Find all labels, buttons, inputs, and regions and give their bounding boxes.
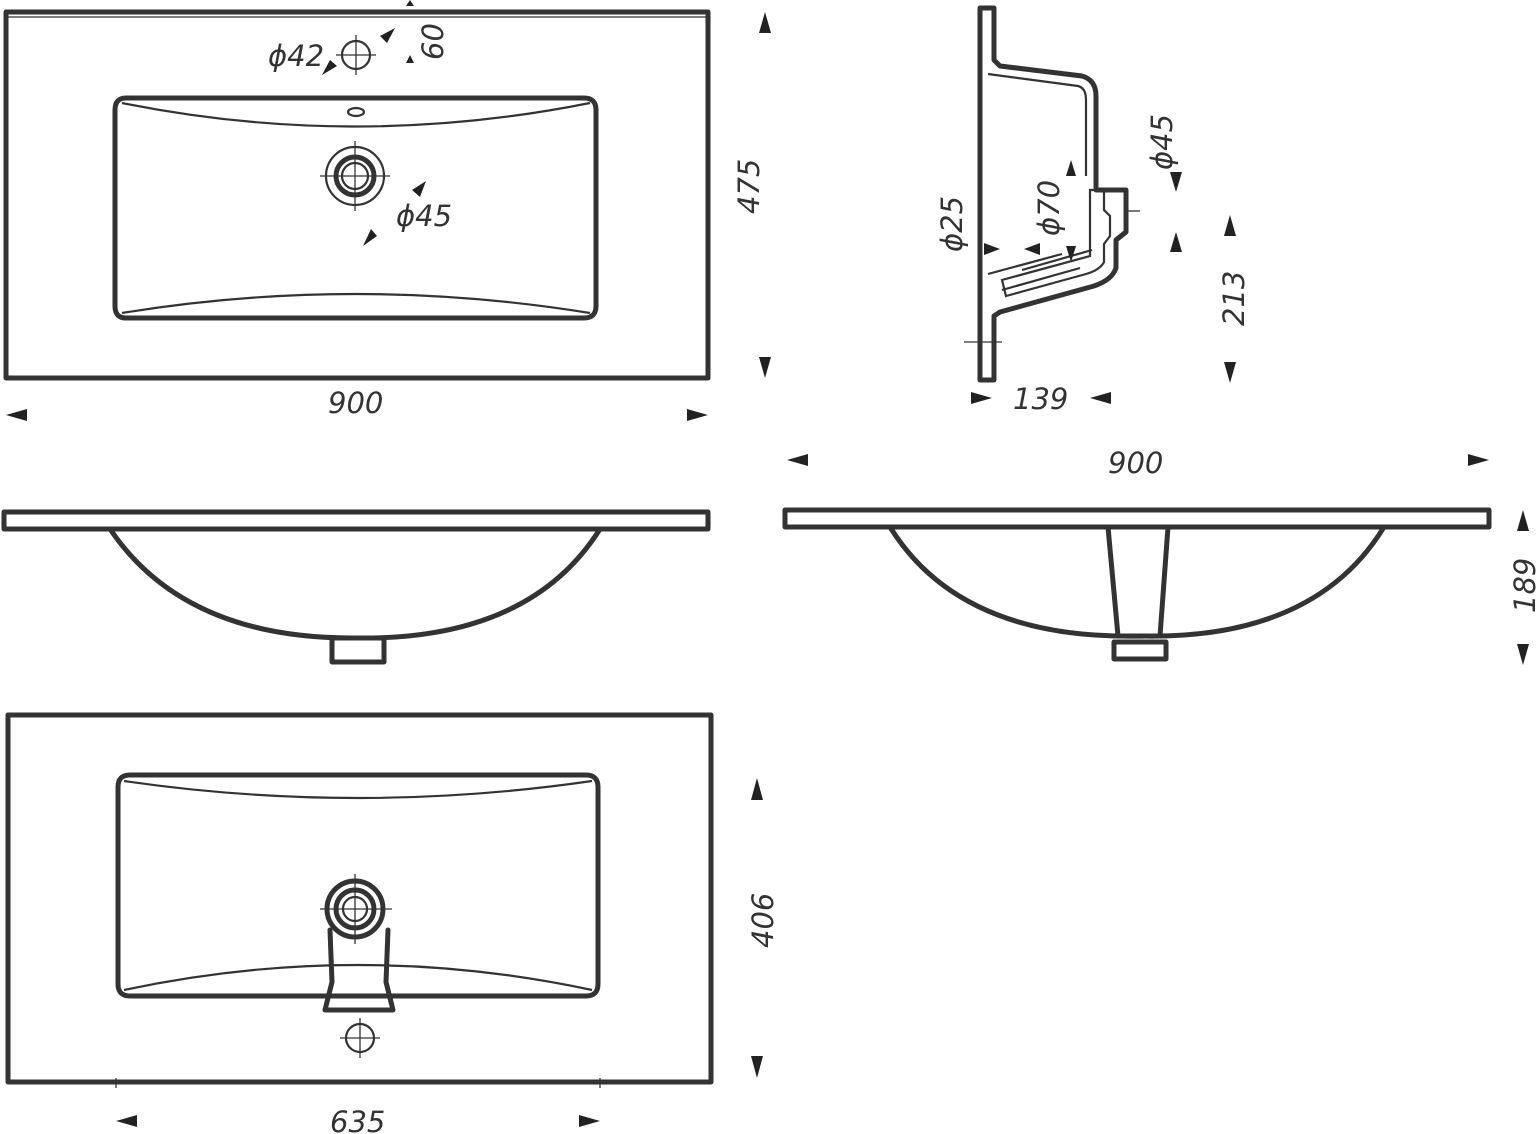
underside-outline <box>5 712 714 1085</box>
width-arrow-right <box>687 409 708 421</box>
front-view-left-slab <box>1 509 711 532</box>
top-view-drain <box>320 141 390 211</box>
width-arrow-left <box>6 409 27 421</box>
overflow-arrow <box>984 243 1000 255</box>
outlet-arrow <box>1170 232 1182 252</box>
overflow-dimension: ϕ25 <box>935 196 969 252</box>
front-height-arrow-bottom <box>1517 644 1529 665</box>
top-view-basin-front-curve <box>121 292 591 315</box>
front-width-arrow-right <box>1468 454 1489 466</box>
front-view-right-siphon <box>1105 524 1171 639</box>
top-width-dimension: 900 <box>328 386 383 420</box>
side-drain-arrow <box>1066 160 1076 176</box>
tap-offset-dimension: 60 <box>416 23 450 60</box>
side-depth-arrow-left <box>971 392 992 404</box>
front-view-right-slab <box>782 507 1492 530</box>
top-view-basin-back-curve <box>121 101 591 128</box>
side-view-overflow-channel <box>987 248 1093 292</box>
underside-depth-arrow-bottom <box>751 1056 763 1078</box>
tap-hole-arrow <box>380 28 395 43</box>
top-view-outline <box>3 9 711 381</box>
tap-offset-arrow <box>406 55 414 63</box>
front-view-left-drain-stub <box>329 635 387 665</box>
top-view-overflow-slot <box>346 106 366 118</box>
overflow-arrow <box>1024 243 1040 255</box>
underside-tap-hole <box>340 1018 380 1058</box>
underside-basin-back-curve <box>123 779 593 800</box>
front-width-arrow-left <box>787 454 808 466</box>
side-drain-arrow <box>1066 246 1076 262</box>
height-arrow-bottom <box>1224 362 1236 383</box>
underside-width-arrow-right <box>579 1115 600 1127</box>
drain-arrow <box>363 229 377 246</box>
tap-hole <box>336 35 376 75</box>
front-height-dimension: 189 <box>1508 558 1539 613</box>
outlet-arrow <box>1170 172 1182 192</box>
side-depth-dimension: 139 <box>1013 382 1068 416</box>
depth-arrow-top <box>759 12 771 33</box>
underside-drain <box>320 874 392 944</box>
outlet-dimension: ϕ45 <box>1145 114 1179 170</box>
tap-hole-dimension: ϕ42 <box>268 39 324 73</box>
underside-basin-outline <box>115 772 601 999</box>
side-view: ϕ25 ϕ70 ϕ45 213 139 <box>935 5 1251 416</box>
front-width-dimension: 900 <box>1108 446 1163 480</box>
front-view-right-drain-stub <box>1111 639 1169 662</box>
side-drain-dimension: ϕ70 <box>1032 180 1066 236</box>
front-view-right: 900 189 <box>782 446 1539 665</box>
drain-arrow <box>412 181 426 197</box>
side-view-drain-pipe <box>1000 188 1112 298</box>
height-arrow-top <box>1224 215 1236 236</box>
underside-width-arrow-left <box>116 1115 137 1127</box>
underside-depth-dimension: 406 <box>746 893 780 948</box>
front-height-arrow-top <box>1517 510 1529 531</box>
front-view-left-bowl <box>107 526 603 641</box>
top-drain-dimension: ϕ45 <box>396 199 452 233</box>
top-view: ϕ42 60 ϕ45 900 475 <box>3 0 771 421</box>
top-depth-dimension: 475 <box>732 159 766 214</box>
side-height-dimension: 213 <box>1217 271 1251 326</box>
front-view-right-bowl <box>887 524 1387 639</box>
underside-basin-front-curve <box>123 963 593 992</box>
side-depth-arrow-right <box>1090 392 1111 404</box>
front-view-left <box>1 509 711 665</box>
side-view-profile-outer <box>977 5 1129 383</box>
underside-depth-arrow-top <box>751 778 763 800</box>
underside-siphon <box>322 927 396 1013</box>
underside-width-dimension: 635 <box>330 1105 385 1134</box>
depth-arrow-bottom <box>759 357 771 378</box>
tap-offset-arrow <box>406 0 414 6</box>
top-view-basin-outline <box>112 95 599 321</box>
side-view-profile-inner <box>987 72 1088 176</box>
underside-view: 406 635 <box>5 712 780 1134</box>
tap-hole-arrow <box>322 60 337 75</box>
